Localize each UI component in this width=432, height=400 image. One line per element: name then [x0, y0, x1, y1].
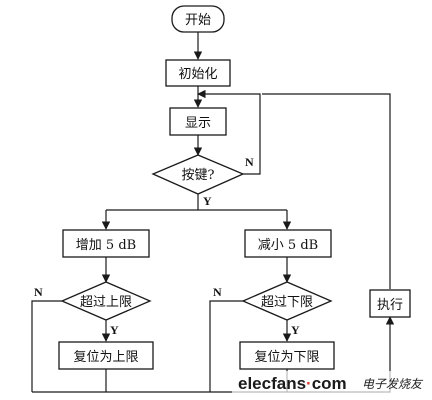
- reset-upper-node: [58, 341, 154, 370]
- start-node: [171, 5, 225, 33]
- init-node: [165, 59, 231, 87]
- watermark-logo: elecfans·com 电子发烧友: [232, 371, 428, 396]
- decrease-label: 减小 5 dB: [258, 238, 318, 253]
- upper-yes-label: Y: [110, 323, 119, 337]
- lower-no-label: N: [213, 285, 222, 299]
- over-upper-label: 超过上限: [80, 295, 132, 310]
- increase-node: [62, 229, 150, 258]
- watermark-backdrop: [232, 371, 428, 396]
- keypress-no-label: N: [245, 155, 254, 169]
- over-lower-label: 超过下限: [261, 295, 313, 310]
- watermark-brand-cn: 电子发烧友: [362, 377, 424, 391]
- decrease-node: [244, 229, 332, 258]
- display-node: [169, 107, 227, 136]
- edge-keypress-no-loop: [197, 89, 261, 175]
- reset-lower-node: [239, 341, 335, 370]
- upper-no-label: N: [34, 285, 43, 299]
- start-label: 开始: [185, 13, 211, 28]
- keypress-label: 按键?: [182, 168, 215, 183]
- reset-upper-label: 复位为上限: [73, 350, 138, 365]
- edge-upper-no: [31, 300, 62, 392]
- execute-node: [369, 289, 411, 318]
- increase-label: 增加 5 dB: [76, 238, 136, 253]
- execute-label: 执行: [377, 298, 403, 313]
- lower-yes-label: Y: [291, 323, 300, 337]
- edge-execute-return: [262, 93, 391, 289]
- keypress-yes-label: Y: [203, 194, 212, 208]
- keypress-decision: [151, 154, 245, 195]
- edge-lower-no: [209, 300, 243, 392]
- watermark-brand: elecfans·com: [238, 374, 347, 393]
- over-lower-decision: [241, 281, 333, 321]
- over-upper-decision: [60, 281, 152, 321]
- display-label: 显示: [185, 116, 211, 131]
- init-label: 初始化: [178, 67, 217, 82]
- reset-lower-label: 复位为下限: [254, 350, 319, 365]
